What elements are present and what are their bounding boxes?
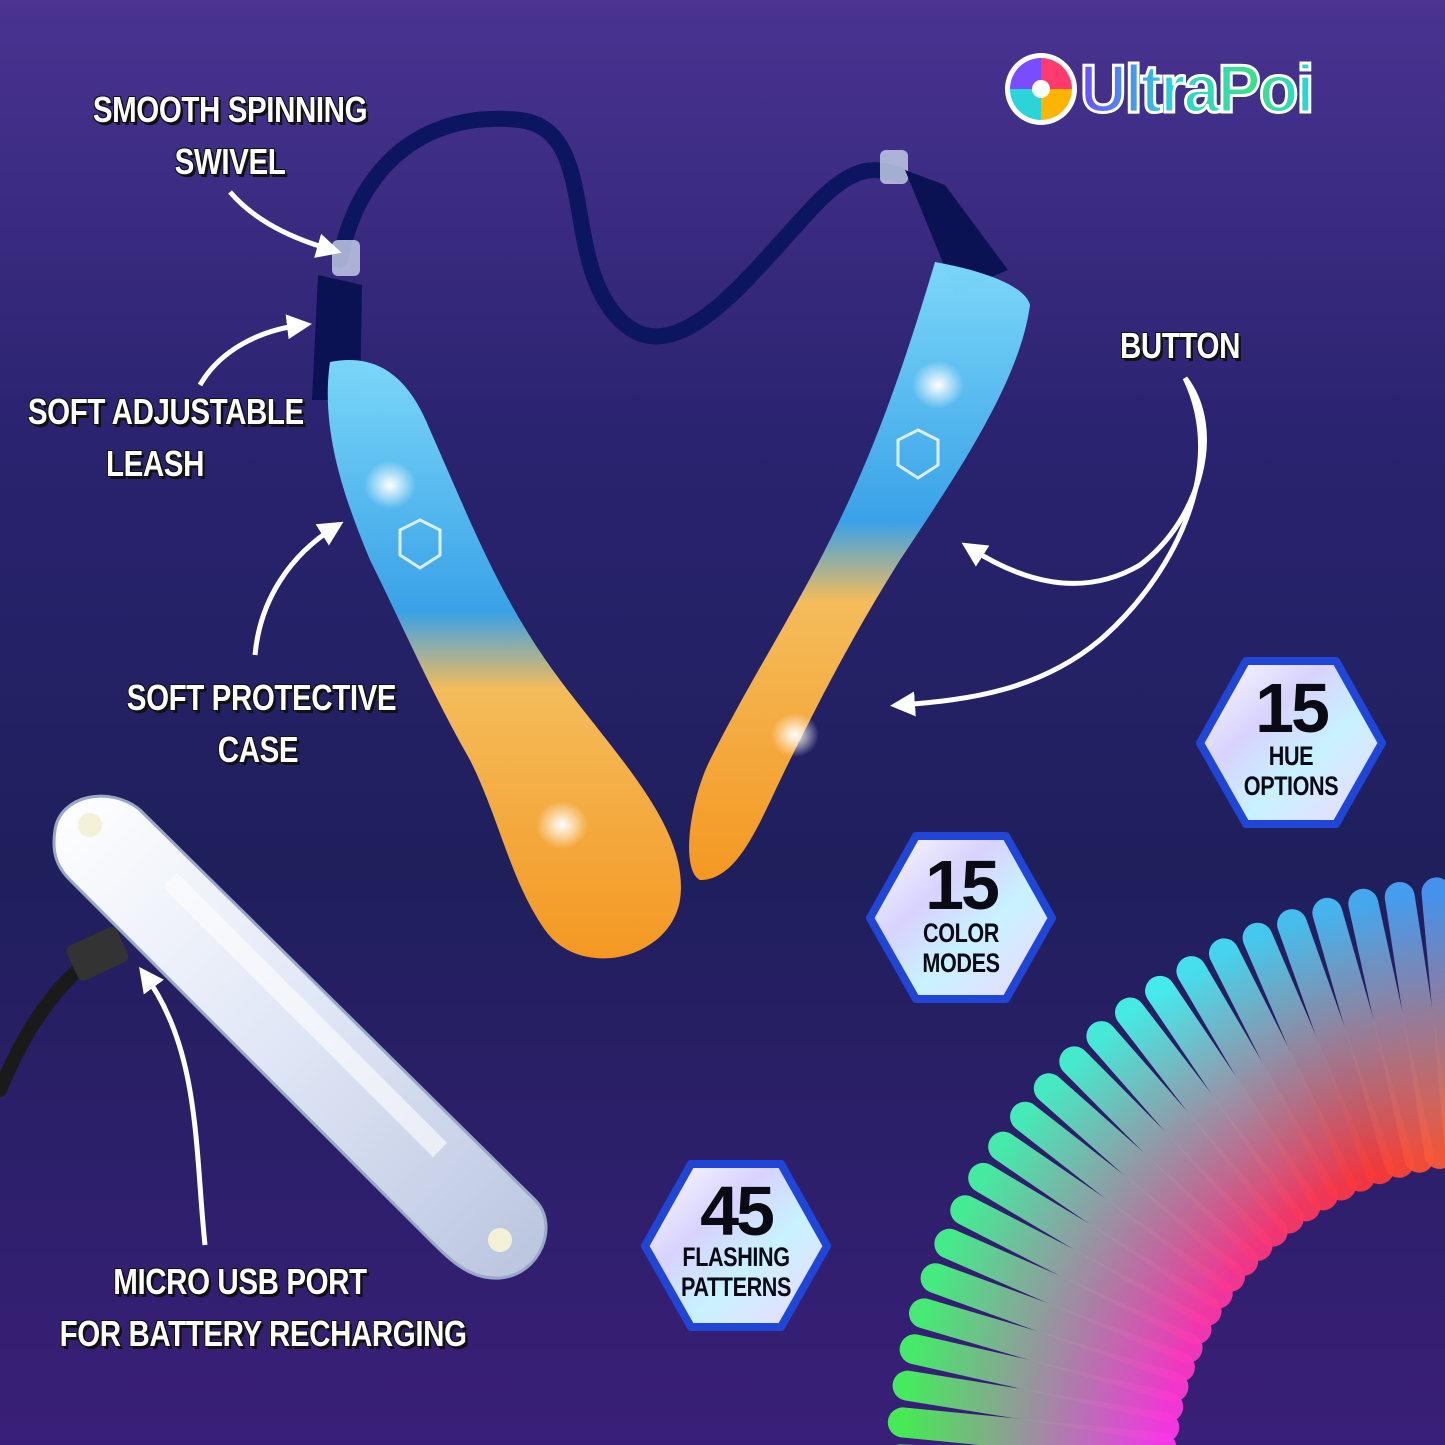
rainbow-poi-fan (887, 877, 1445, 1445)
label-smooth-spinning-swivel: SMOOTH SPINNING SWIVEL (91, 84, 370, 188)
poi-left (327, 359, 681, 959)
label-line: SWIVEL (174, 141, 286, 182)
hexagon-badge-icon (866, 832, 1056, 1003)
badge-line2: MODES (922, 948, 1000, 978)
badge-line2: OPTIONS (1243, 771, 1339, 801)
fan-poi-stick (1384, 881, 1445, 1169)
label-line: SOFT PROTECTIVE (126, 677, 397, 718)
fan-poi-stick (968, 1162, 1222, 1327)
fan-poi-stick (1010, 1101, 1245, 1292)
label-line: CASE (217, 729, 299, 770)
swivel-left (332, 240, 360, 276)
arrow-case (252, 521, 344, 656)
label-soft-adjustable-leash: SOFT ADJUSTABLE LEASH (27, 386, 304, 490)
fan-poi-stick (1208, 938, 1357, 1201)
fan-poi-stick (1145, 975, 1321, 1222)
label-line: LEASH (105, 443, 204, 484)
arrow-usb (139, 966, 208, 1246)
fan-poi-stick (899, 1334, 1184, 1422)
arrow-swivel (228, 190, 342, 258)
fan-poi-stick (887, 1407, 1177, 1445)
fan-poi-stick (1176, 956, 1339, 1211)
badge-color-modes: 15 COLOR MODES (866, 830, 1056, 1005)
badge-line1: HUE (1268, 741, 1314, 771)
arrow-leash (197, 314, 312, 387)
fan-poi-stick (934, 1228, 1203, 1363)
brand-logo: UltraPoi (1000, 48, 1412, 130)
label-soft-protective-case: SOFT PROTECTIVE CASE (126, 672, 397, 776)
label-line: MICRO USB PORT (113, 1261, 367, 1302)
badge-line2: PATTERNS (681, 1272, 791, 1302)
badge-line1: FLASHING (682, 1242, 790, 1272)
swivel-right (880, 150, 908, 184)
arrow-button-lower (890, 376, 1203, 717)
label-line: SMOOTH SPINNING (92, 89, 368, 130)
fan-poi-stick (950, 1195, 1212, 1345)
badge-number: 15 (1255, 669, 1330, 747)
fan-poi-stick (1059, 1046, 1273, 1261)
fan-poi-stick (1242, 922, 1375, 1192)
leash-rope (332, 110, 908, 345)
label-line: SOFT ADJUSTABLE (27, 391, 304, 432)
fan-poi-stick (1312, 897, 1415, 1178)
fan-poi-stick (1421, 877, 1445, 1152)
fan-poi-stick (1348, 888, 1435, 1173)
label-micro-usb-port: MICRO USB PORT FOR BATTERY RECHARGING (59, 1256, 467, 1360)
fan-poi-stick (1033, 1073, 1259, 1276)
poi-right (689, 262, 1030, 880)
fan-poi-stick (1086, 1021, 1288, 1247)
badge-number: 45 (700, 1172, 775, 1250)
fan-poi-stick (1277, 909, 1395, 1185)
fan-poi-stick (988, 1131, 1233, 1309)
badge-hue-options: 15 HUE OPTIONS (1196, 655, 1386, 830)
hexagon-badge-icon (1196, 657, 1386, 828)
swirl-logo-icon (1005, 53, 1077, 125)
fan-poi-stick (909, 1298, 1189, 1402)
label-button: BUTTON (1106, 320, 1254, 372)
fan-poi-stick (1115, 997, 1304, 1234)
badge-line1: COLOR (923, 918, 999, 948)
hexagon-badge-icon (641, 1160, 831, 1331)
badge-flashing-patterns: 45 FLASHING PATTERNS (641, 1158, 831, 1333)
logo-text: UltraPoi (1079, 48, 1316, 130)
badge-number: 15 (925, 846, 1000, 924)
label-line: BUTTON (1119, 325, 1240, 366)
usb-stick (0, 794, 548, 1280)
label-line: FOR BATTERY RECHARGING (59, 1313, 467, 1354)
arrow-button-upper (961, 376, 1207, 586)
fan-poi-stick (892, 1370, 1180, 1443)
fan-poi-stick (920, 1263, 1195, 1383)
